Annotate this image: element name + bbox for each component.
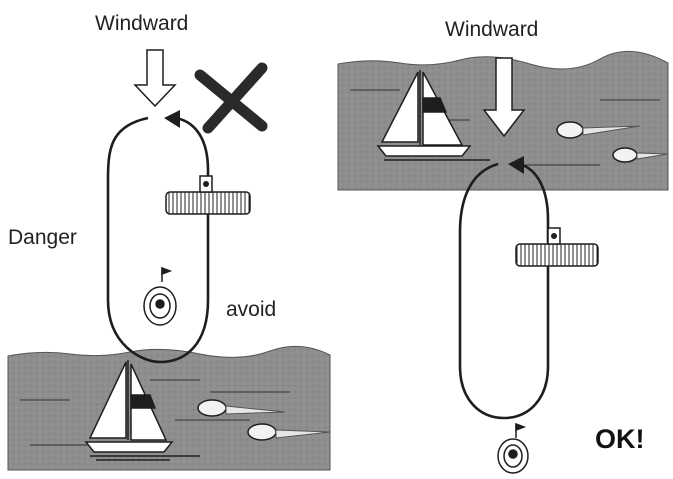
left-circuit-path bbox=[106, 116, 210, 364]
ok-label: OK! bbox=[595, 424, 645, 454]
right-path-boat bbox=[515, 227, 599, 267]
left-swimmer-top-view bbox=[143, 266, 177, 326]
right-panel bbox=[337, 50, 669, 474]
danger-label: Danger bbox=[8, 226, 77, 249]
left-sailboat bbox=[84, 360, 200, 461]
left-swimmer-2 bbox=[247, 423, 331, 441]
cross-mark-icon bbox=[194, 62, 268, 134]
avoid-label: avoid bbox=[226, 298, 277, 321]
left-windward-label: Windward bbox=[95, 12, 189, 35]
right-windward-label: Windward bbox=[445, 18, 539, 41]
left-wind-arrow bbox=[133, 49, 177, 108]
right-circuit-path bbox=[458, 162, 550, 420]
right-circuit-arrowhead bbox=[508, 156, 524, 174]
right-sailboat bbox=[376, 70, 490, 161]
left-panel bbox=[7, 49, 331, 471]
left-swimmer-1 bbox=[197, 399, 286, 417]
right-swimmer-top-view bbox=[497, 422, 529, 474]
right-wind-arrow bbox=[482, 57, 526, 138]
right-swimmer-1 bbox=[556, 121, 641, 139]
left-circuit-arrowhead bbox=[164, 110, 180, 128]
left-water bbox=[7, 345, 331, 471]
right-swimmer-2 bbox=[612, 147, 669, 163]
left-path-boat bbox=[165, 175, 251, 215]
